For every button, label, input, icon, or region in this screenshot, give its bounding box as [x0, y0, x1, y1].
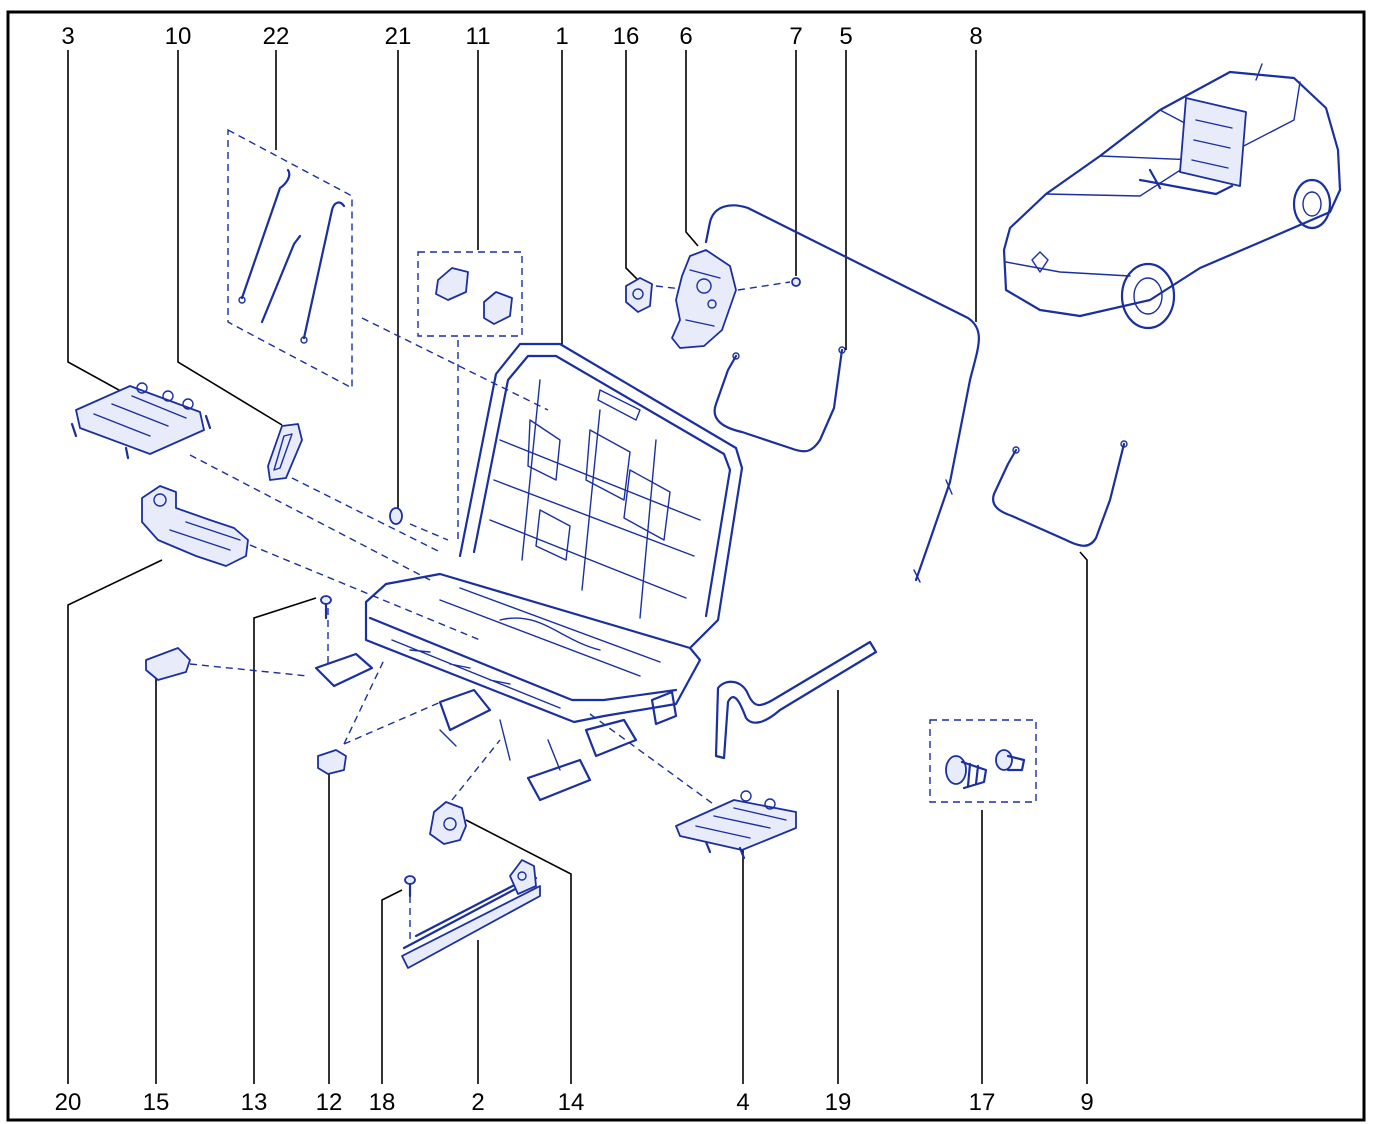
callout-13[interactable]: 13 [241, 1089, 268, 1116]
part-6-lock[interactable] [671, 249, 737, 349]
assembly-line-21 [409, 523, 449, 541]
part-11-clips[interactable] [417, 251, 523, 337]
part-16-latch[interactable] [625, 277, 653, 313]
part-22-rods[interactable] [227, 128, 353, 390]
part-17-fasteners[interactable] [929, 719, 1037, 803]
callout-16[interactable]: 16 [613, 23, 640, 50]
assembly-line-7 [737, 281, 791, 291]
callout-9[interactable]: 9 [1080, 1089, 1093, 1116]
leader-14 [465, 819, 572, 1084]
callout-3[interactable]: 3 [61, 23, 74, 50]
callout-17[interactable]: 17 [969, 1089, 996, 1116]
callout-20[interactable]: 20 [55, 1089, 82, 1116]
part-7-screw[interactable] [791, 277, 801, 287]
assembly-line-10 [291, 477, 441, 553]
callouts-bottom: 20 15 13 12 18 2 14 4 19 17 9 [55, 1089, 1094, 1116]
callouts-top: 3 10 22 21 11 1 16 6 7 5 8 [61, 23, 982, 50]
part-1-seat-frame[interactable] [314, 342, 744, 802]
callout-6[interactable]: 6 [679, 23, 692, 50]
part-20-support[interactable] [141, 485, 249, 567]
part-2-rail[interactable] [401, 859, 541, 969]
part-15-cap[interactable] [145, 647, 191, 681]
part-8-cable[interactable] [704, 204, 980, 583]
leader-9 [1079, 551, 1088, 1084]
callout-1[interactable]: 1 [555, 23, 568, 50]
callout-19[interactable]: 19 [825, 1089, 852, 1116]
callout-22[interactable]: 22 [263, 23, 290, 50]
leader-16 [625, 50, 639, 281]
callout-2[interactable]: 2 [471, 1089, 484, 1116]
car-illustration [1002, 63, 1342, 330]
assembly-line-20 [249, 544, 481, 641]
assembly-line-14 [451, 739, 501, 801]
leader-20 [67, 559, 163, 1084]
part-5-cable[interactable] [713, 346, 846, 453]
assembly-line-12b [343, 697, 451, 745]
leader-13 [253, 597, 317, 1084]
callout-7[interactable]: 7 [789, 23, 802, 50]
part-19-strap[interactable] [714, 640, 878, 760]
assembly-line-4 [589, 713, 717, 807]
callout-18[interactable]: 18 [369, 1089, 396, 1116]
leader-10 [177, 50, 283, 426]
callout-8[interactable]: 8 [969, 23, 982, 50]
callout-12[interactable]: 12 [316, 1089, 343, 1116]
part-17-box [929, 719, 1037, 803]
part-9-cable[interactable] [992, 440, 1128, 547]
part-3-bracket[interactable] [70, 382, 212, 460]
leader-6 [685, 50, 699, 247]
part-14-clip[interactable] [429, 801, 467, 845]
callout-4[interactable]: 4 [736, 1089, 749, 1116]
leader-18 [381, 889, 403, 1084]
assembly-line-12a [343, 659, 385, 745]
part-13-bolt[interactable] [320, 595, 332, 620]
assembly-lines [189, 281, 791, 940]
part-18-screw[interactable] [404, 875, 416, 898]
callout-21[interactable]: 21 [385, 23, 412, 50]
part-11-box [417, 251, 523, 337]
callout-15[interactable]: 15 [143, 1089, 170, 1116]
assembly-line-3 [189, 454, 431, 581]
callout-10[interactable]: 10 [165, 23, 192, 50]
part-4-bracket[interactable] [675, 790, 797, 860]
part-12-clip[interactable] [317, 749, 347, 775]
callout-5[interactable]: 5 [839, 23, 852, 50]
callout-11[interactable]: 11 [466, 23, 491, 50]
part-21-washer[interactable] [389, 507, 403, 525]
leader-3 [67, 50, 129, 396]
assembly-line-22 [361, 317, 549, 411]
callout-14[interactable]: 14 [558, 1089, 585, 1116]
part-10-handle[interactable] [267, 423, 303, 481]
leader-lines [67, 50, 1088, 1084]
assembly-line-15 [189, 663, 309, 677]
